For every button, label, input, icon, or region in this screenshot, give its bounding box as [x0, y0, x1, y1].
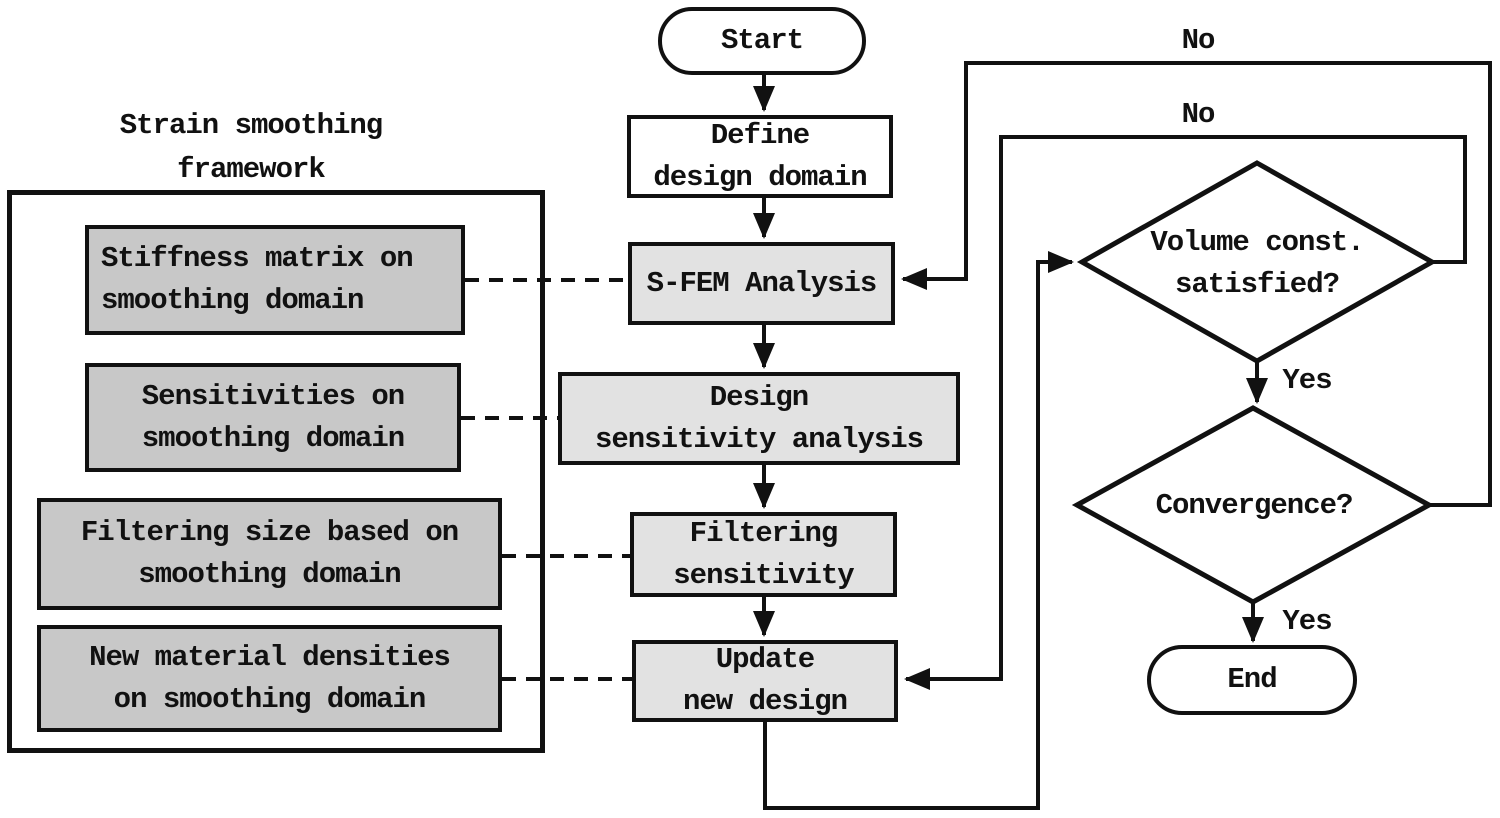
design-sensitivity-node: Design sensitivity analysis: [558, 372, 960, 465]
edge-convergence-no-to-sfem: [901, 61, 1492, 507]
volume-decision-label: Volume const. satisfied?: [1150, 226, 1364, 301]
framework-container: [7, 190, 545, 753]
convergence-decision-label: Convergence?: [1155, 489, 1354, 522]
no-label-convergence: No: [1181, 24, 1216, 57]
edge-update-to-volume-decision: [763, 251, 1074, 810]
define-design-domain-node: Define design domain: [627, 115, 893, 198]
update-new-design-node: Update new design: [632, 640, 898, 722]
sfem-analysis-node: S-FEM Analysis: [628, 242, 895, 325]
framework-title: Strain smoothing framework: [119, 109, 383, 186]
volume-decision-diamond: [1076, 160, 1438, 364]
filtering-sensitivity-node: Filtering sensitivity: [630, 512, 897, 597]
start-node: Start: [658, 7, 866, 75]
no-label-volume: No: [1181, 98, 1216, 131]
end-node: End: [1147, 645, 1357, 715]
framework-box-stiffness: Stiffness matrix on smoothing domain: [85, 225, 465, 335]
framework-box-sensitivities: Sensitivities on smoothing domain: [85, 363, 461, 472]
convergence-decision-diamond: [1071, 405, 1435, 605]
framework-box-filter-size: Filtering size based on smoothing domain: [37, 498, 502, 610]
yes-label-volume: Yes: [1282, 364, 1332, 397]
edge-volume-no-to-update: [904, 135, 1467, 690]
yes-label-convergence: Yes: [1282, 605, 1332, 638]
framework-box-densities: New material densities on smoothing doma…: [37, 625, 502, 732]
